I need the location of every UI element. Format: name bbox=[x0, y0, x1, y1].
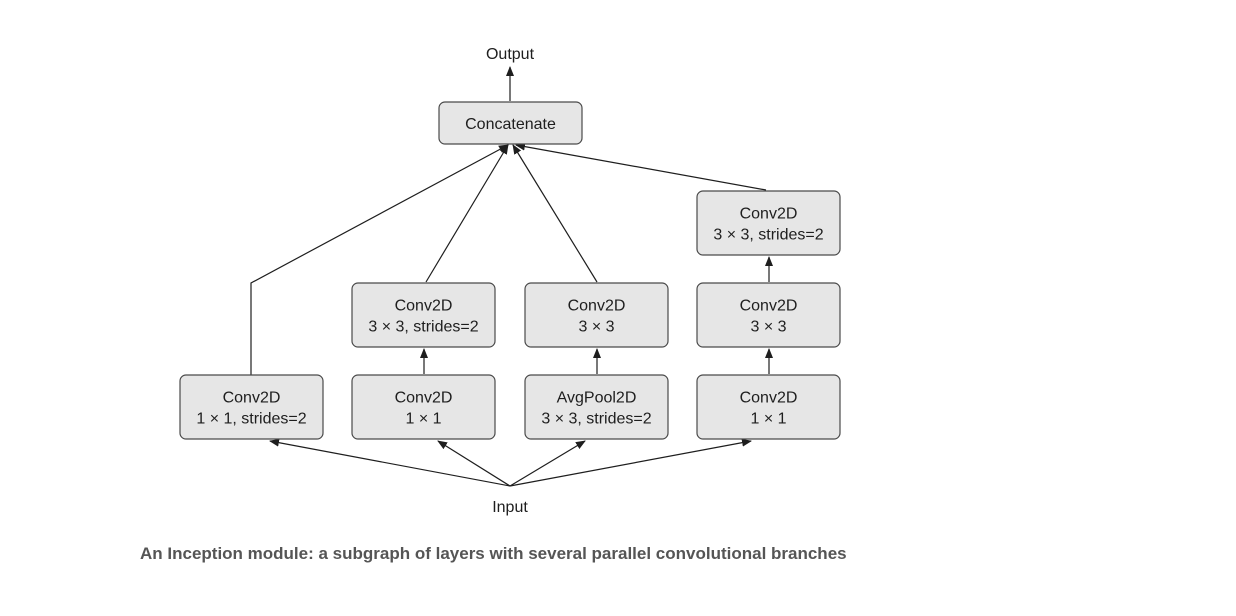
node-box bbox=[696, 282, 841, 348]
output-label: Output bbox=[486, 46, 535, 63]
node-b2-conv1: Conv2D 1 × 1 bbox=[351, 374, 496, 440]
node-box bbox=[351, 282, 496, 348]
node-label-line: 3 × 3 bbox=[578, 319, 614, 336]
node-box bbox=[351, 374, 496, 440]
edge-input-to-b3-pool bbox=[509, 440, 586, 487]
node-b4-conv3: Conv2D 3 × 3, strides=2 bbox=[696, 190, 841, 256]
node-label-line: Conv2D bbox=[223, 390, 281, 407]
node-label-line: Concatenate bbox=[465, 116, 556, 133]
edge-b2-conv2-to-concat bbox=[425, 144, 509, 283]
node-label-line: Conv2D bbox=[740, 390, 798, 407]
node-label-line: 1 × 1 bbox=[405, 411, 441, 428]
node-b3-pool: AvgPool2D 3 × 3, strides=2 bbox=[524, 374, 669, 440]
edges-layer bbox=[250, 66, 773, 487]
edge-input-to-b2-conv1 bbox=[437, 440, 511, 487]
edge-input-to-b4-conv1 bbox=[509, 438, 752, 487]
node-b4-conv2: Conv2D 3 × 3 bbox=[696, 282, 841, 348]
node-box bbox=[524, 282, 669, 348]
node-box bbox=[179, 374, 324, 440]
node-label-line: Conv2D bbox=[568, 298, 626, 315]
node-box bbox=[438, 101, 583, 145]
node-label-line: 3 × 3, strides=2 bbox=[541, 411, 651, 428]
node-box bbox=[696, 374, 841, 440]
edge-b1-conv-to-concat bbox=[250, 144, 509, 375]
node-label-line: Conv2D bbox=[740, 206, 798, 223]
figure-caption: An Inception module: a subgraph of layer… bbox=[140, 544, 847, 563]
node-label-line: 1 × 1 bbox=[750, 411, 786, 428]
node-label-line: 1 × 1, strides=2 bbox=[196, 411, 306, 428]
node-b2-conv2: Conv2D 3 × 3, strides=2 bbox=[351, 282, 496, 348]
edge-b4-conv3-to-concat bbox=[515, 142, 767, 191]
node-label-line: Conv2D bbox=[740, 298, 798, 315]
node-label-line: 3 × 3, strides=2 bbox=[713, 227, 823, 244]
node-box bbox=[524, 374, 669, 440]
input-label: Input bbox=[492, 499, 528, 516]
edge-b3-conv-to-concat bbox=[512, 144, 598, 283]
edge-input-to-b1-conv bbox=[269, 438, 511, 487]
node-box bbox=[696, 190, 841, 256]
node-label-line: 3 × 3, strides=2 bbox=[368, 319, 478, 336]
node-label-line: Conv2D bbox=[395, 298, 453, 315]
node-concat: Concatenate bbox=[438, 101, 583, 145]
node-label-line: AvgPool2D bbox=[557, 390, 637, 407]
node-b1-conv: Conv2D 1 × 1, strides=2 bbox=[179, 374, 324, 440]
node-label-line: 3 × 3 bbox=[750, 319, 786, 336]
node-b4-conv1: Conv2D 1 × 1 bbox=[696, 374, 841, 440]
node-label-line: Conv2D bbox=[395, 390, 453, 407]
node-b3-conv: Conv2D 3 × 3 bbox=[524, 282, 669, 348]
